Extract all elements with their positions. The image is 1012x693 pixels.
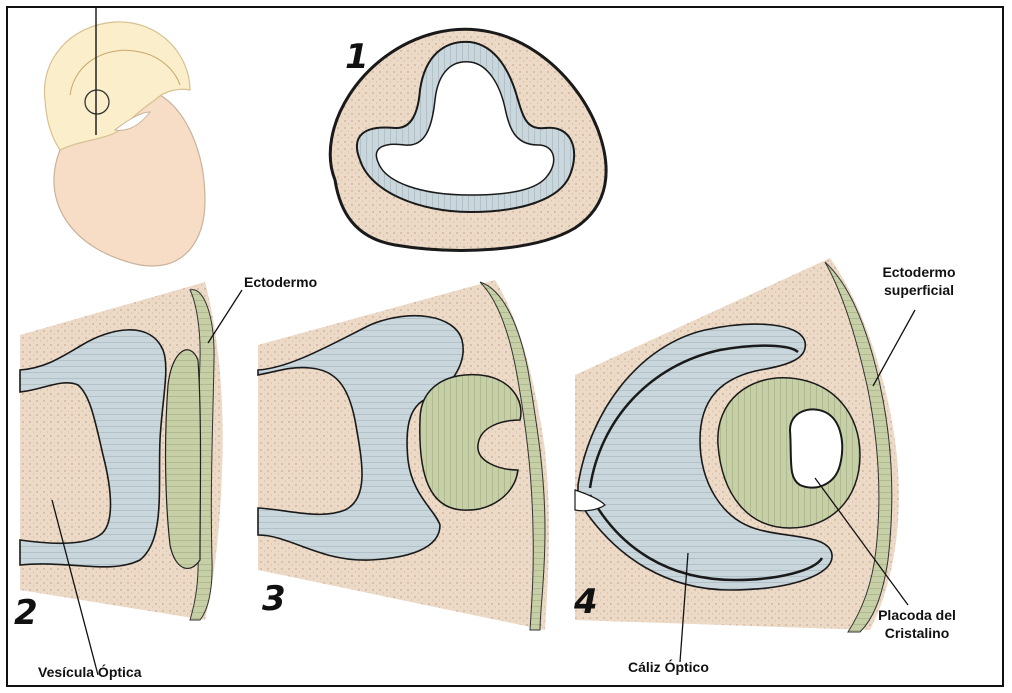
label-ectodermo-superficial-line1: Ectodermo	[875, 263, 963, 281]
label-ectodermo: Ectodermo	[244, 273, 317, 291]
label-caliz-optico: Cáliz Óptico	[628, 658, 709, 676]
stage-4-lens-lumen	[790, 409, 842, 487]
label-vesicula-optica: Vesícula Óptica	[38, 663, 142, 681]
label-placoda-line1: Placoda del	[862, 606, 972, 624]
stage-number-2: 2	[14, 596, 38, 630]
embryo-sketch	[44, 8, 205, 266]
stage-number-1: 1	[345, 40, 369, 74]
stage-2-thickened-ectoderm	[166, 350, 201, 569]
label-ectodermo-superficial-line2: superficial	[875, 281, 963, 299]
leader-ectodermo-superficial	[873, 310, 915, 386]
leader-ectodermo	[208, 290, 242, 343]
label-placoda-del-cristalino: Placoda del Cristalino	[862, 606, 972, 642]
stage-1-cross-section	[330, 29, 606, 250]
stage-4-optic-cup	[575, 258, 899, 632]
label-placoda-line2: Cristalino	[862, 624, 972, 642]
stage-2-optic-vesicle	[20, 282, 223, 620]
label-ectodermo-superficial: Ectodermo superficial	[875, 263, 963, 299]
stage-3-optic-cup-forming	[258, 280, 549, 630]
stage-number-3: 3	[262, 582, 286, 616]
stage-number-4: 4	[574, 585, 598, 619]
